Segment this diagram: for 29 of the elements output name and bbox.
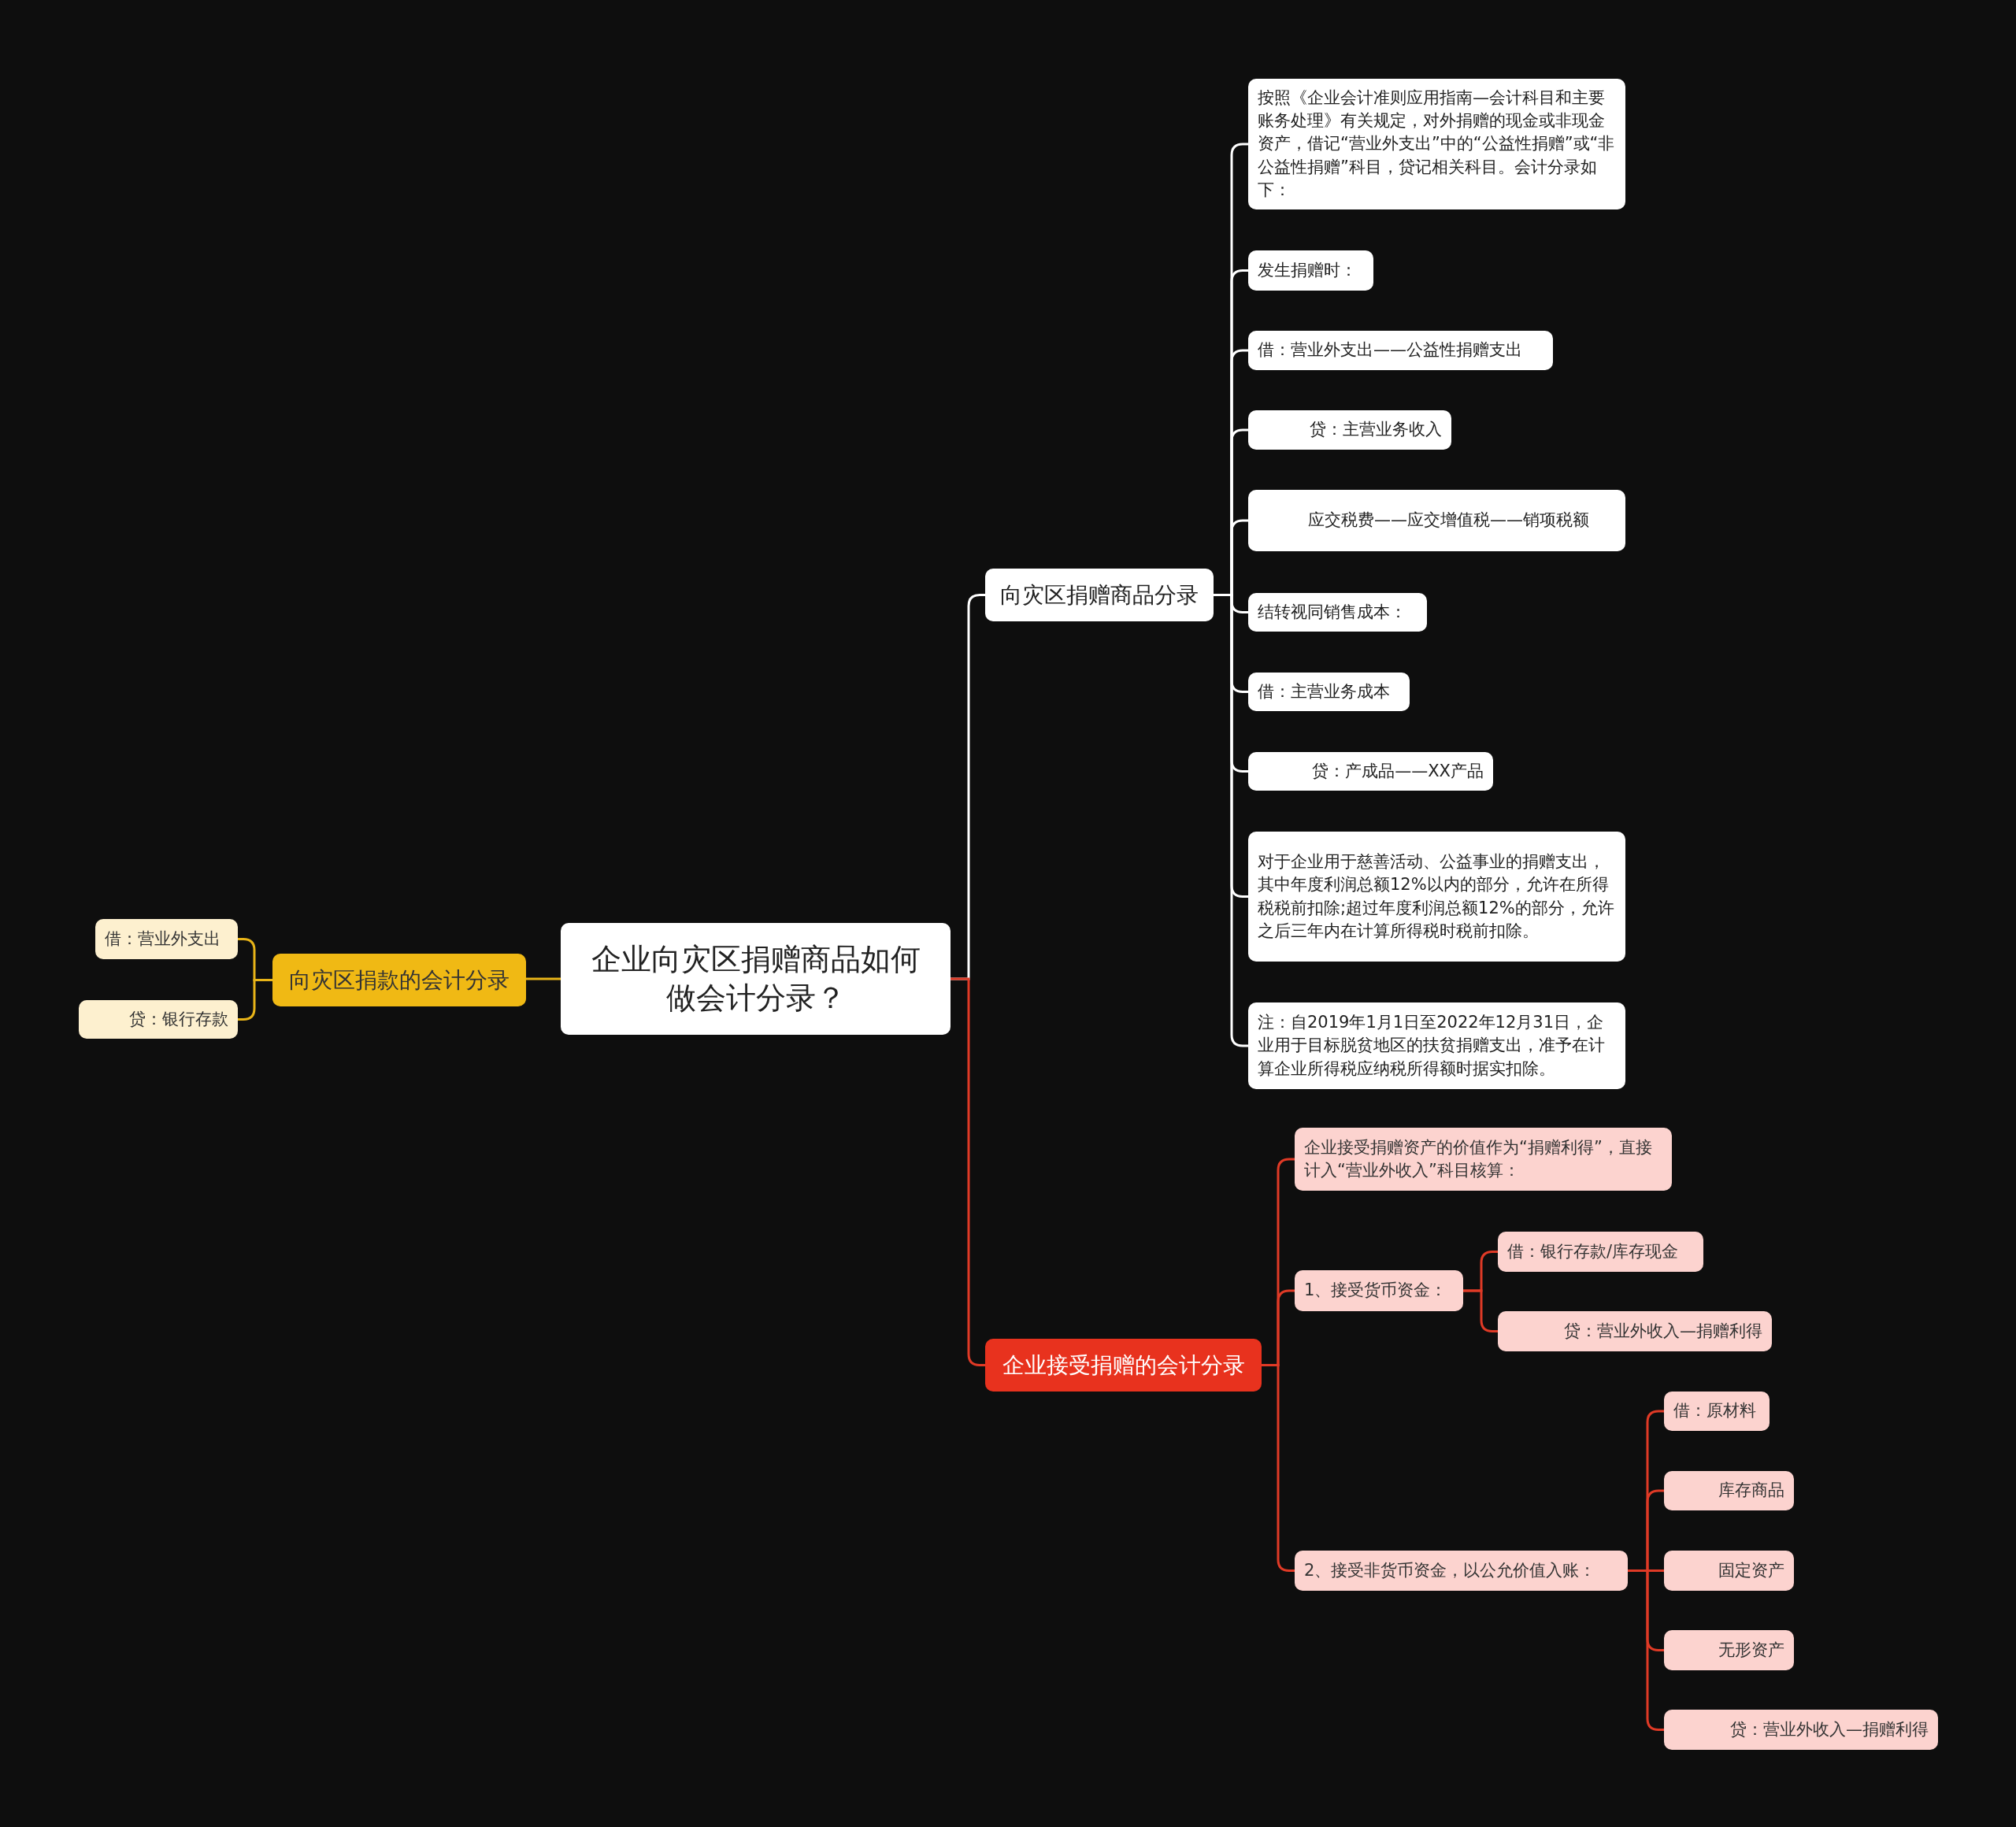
entry-box: 贷：银行存款 [79, 1000, 238, 1039]
entry-box: 企业接受捐赠资产的价值作为“捐赠利得”，直接计入“营业外收入”科目核算： [1295, 1128, 1672, 1191]
entry-box: 借：银行存款/库存现金 [1498, 1232, 1703, 1272]
branch-box: 向灾区捐款的会计分录 [272, 954, 526, 1006]
connector-line [526, 977, 561, 980]
entry-box: 应交税费——应交增值税——销项税额 [1248, 490, 1625, 551]
entry-box: 固定资产 [1664, 1551, 1794, 1591]
connector-line [1628, 1569, 1664, 1731]
entry-box: 贷：营业外收入—捐赠利得 [1664, 1710, 1938, 1750]
branch-box: 向灾区捐赠商品分录 [985, 569, 1214, 621]
entry-box: 无形资产 [1664, 1630, 1794, 1670]
entry-box: 借：主营业务成本 [1248, 673, 1410, 711]
entry-box: 1、接受货币资金： [1295, 1270, 1463, 1311]
entry-box: 借：营业外支出 [95, 919, 238, 959]
entry-box: 结转视同销售成本： [1248, 593, 1427, 632]
entry-box: 注：自2019年1月1日至2022年12月31日，企业用于目标脱贫地区的扶贫捐赠支出，准予在计算企业所得税应纳税所得额时据实扣除。 [1248, 1002, 1625, 1089]
entry-box: 贷：营业外收入—捐赠利得 [1498, 1311, 1772, 1351]
branch-box: 企业接受捐赠的会计分录 [985, 1339, 1262, 1392]
connector-line [1463, 1289, 1498, 1332]
entry-box: 借：原材料 [1664, 1392, 1770, 1431]
entry-box: 贷：主营业务收入 [1248, 410, 1451, 450]
entry-box: 按照《企业会计准则应用指南—会计科目和主要账务处理》有关规定，对外捐赠的现金或非现金资产，借记“营业外支出”中的“公益性捐赠”或“非公益性捐赠”科目，贷记相关科目。会计分录如下： [1248, 79, 1625, 209]
entry-box: 发生捐赠时： [1248, 250, 1373, 291]
topic-box: 企业向灾区捐赠商品如何做会计分录？ [561, 923, 951, 1035]
entry-box: 2、接受非货币资金，以公允价值入账： [1295, 1551, 1628, 1591]
entry-box: 库存商品 [1664, 1471, 1794, 1510]
entry-box: 借：营业外支出——公益性捐赠支出 [1248, 331, 1553, 370]
entry-box: 贷：产成品——XX产品 [1248, 752, 1493, 791]
entry-box: 对于企业用于慈善活动、公益事业的捐赠支出，其中年度利润总额12%以内的部分，允许在所得税税前扣除;超过年度利润总额12%的部分，允许之后三年内在计算所得税时税前扣除。 [1248, 832, 1625, 962]
